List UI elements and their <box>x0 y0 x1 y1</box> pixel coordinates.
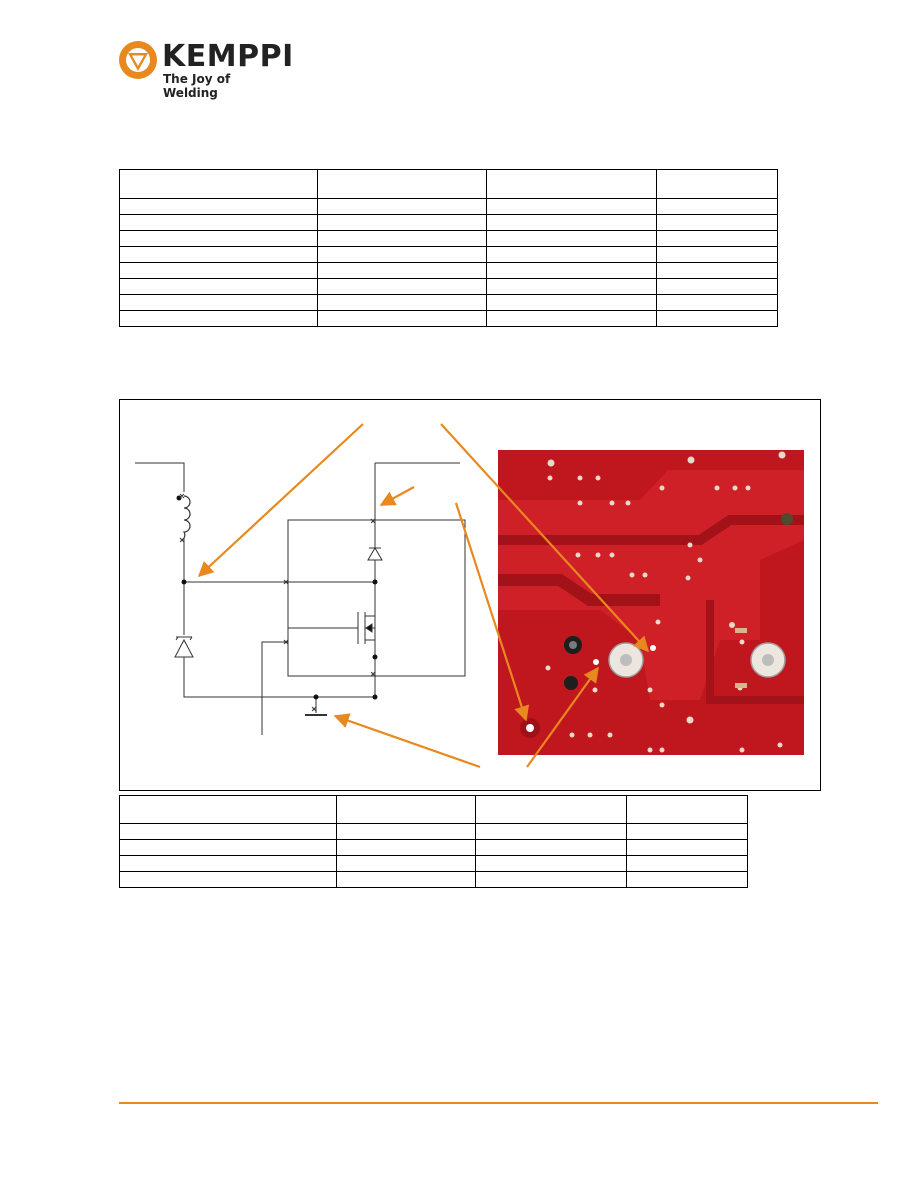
callout-arrow <box>197 423 364 578</box>
callout-arrow <box>379 486 415 506</box>
callout-arrows <box>197 423 650 769</box>
table-row <box>119 246 778 263</box>
table-cell <box>656 310 778 327</box>
diode-icon <box>367 547 383 561</box>
table-row <box>119 310 778 327</box>
table-cell <box>335 795 477 824</box>
table-row <box>119 839 748 856</box>
table-row <box>119 823 748 840</box>
table-cell <box>475 823 628 840</box>
table-cell <box>119 839 337 856</box>
table-row <box>119 871 748 888</box>
brand-name: KEMPPI <box>162 39 294 74</box>
table-cell <box>626 855 748 872</box>
figure-frame <box>119 399 821 791</box>
kemppi-badge-icon <box>119 41 157 79</box>
callout-arrow <box>333 713 481 769</box>
callout-arrow <box>526 666 599 768</box>
inductor-icon <box>182 495 191 539</box>
transistor-icon <box>288 612 375 644</box>
diode-icon <box>174 636 194 658</box>
table-cell <box>626 871 748 888</box>
table-cell <box>475 839 628 856</box>
callout-arrow <box>454 502 530 722</box>
table-cell <box>119 823 337 840</box>
table-cell <box>335 839 477 856</box>
table-cell <box>656 169 778 199</box>
table-row <box>119 855 748 872</box>
callout-arrow <box>440 423 650 653</box>
table-cell <box>475 855 628 872</box>
table-cell <box>475 871 628 888</box>
footer-rule <box>119 1102 878 1104</box>
table-row <box>119 278 778 295</box>
table-header-row <box>119 795 748 824</box>
table-row <box>119 294 778 311</box>
brand-tagline: The Joy of Welding <box>163 72 231 100</box>
table-cell <box>119 855 337 872</box>
table-cell <box>626 839 748 856</box>
table-cell <box>626 823 748 840</box>
table-cell <box>475 795 628 824</box>
table-cell <box>335 823 477 840</box>
pcb-photo <box>498 450 804 755</box>
table-cell <box>335 855 477 872</box>
table-cell <box>119 871 337 888</box>
table-cell <box>335 871 477 888</box>
table-cell <box>119 795 337 824</box>
table-row <box>119 230 778 247</box>
parts-table-bottom <box>119 795 748 888</box>
circuit-schematic <box>135 462 466 735</box>
table-row <box>119 262 778 279</box>
parts-table-top <box>119 169 778 327</box>
table-cell <box>626 795 748 824</box>
kemppi-logo: KEMPPI The Joy of Welding <box>118 40 293 100</box>
